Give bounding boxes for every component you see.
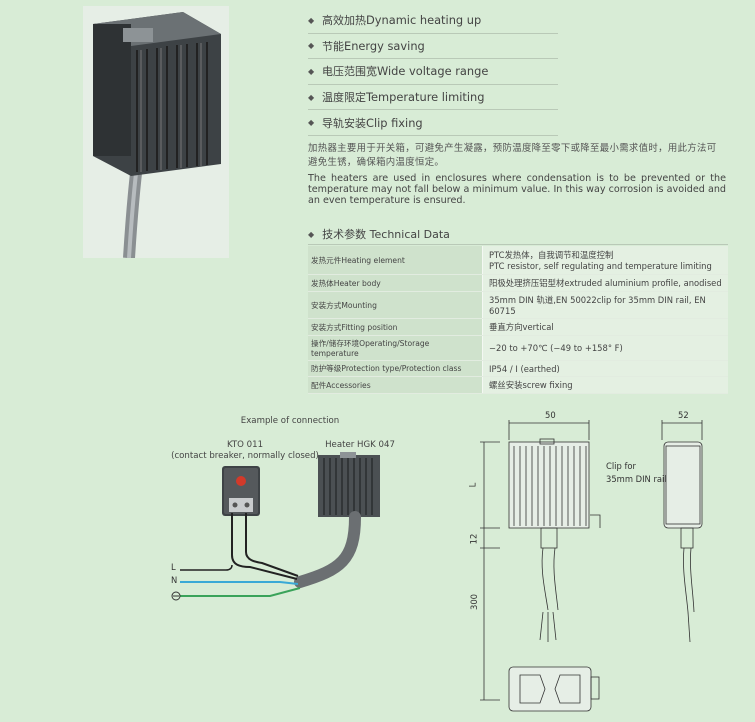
- table-row: 操作/储存环境Operating/Storage temperature −20…: [308, 335, 728, 361]
- feature-label-en: Clip fixing: [366, 115, 423, 130]
- diamond-bullet-icon: ◆: [308, 15, 315, 25]
- dimension-front-view: [480, 420, 601, 701]
- spec-value: 35mm DIN 轨道,EN 50022clip for 35mm DIN ra…: [482, 291, 728, 319]
- feature-label-en: Dynamic heating up: [366, 13, 482, 28]
- heater-caption: Heater HGK 047: [325, 440, 395, 450]
- spec-value: −20 to +70℃ (−49 to +158° F): [482, 335, 728, 361]
- kto-sublabel: (contact breaker, normally closed): [171, 451, 319, 461]
- feature-label-cn: 高效加热: [322, 14, 366, 28]
- spec-key: 发热元件Heating element: [308, 246, 483, 275]
- dim-gap-12: 12: [468, 533, 479, 545]
- dim-cable-300: 300: [469, 594, 479, 610]
- description-cn: 加热器主要用于开关箱，可避免产生凝露，预防温度降至零下或降至最小需求值时，用此方…: [308, 143, 717, 168]
- diamond-bullet-icon: ◆: [308, 118, 315, 128]
- tech-heading-en: Technical Data: [369, 227, 450, 241]
- spec-value: 阳极处理挤压铝型材extruded aluminium profile, ano…: [482, 274, 728, 292]
- heater-photo-illustration: [83, 6, 229, 259]
- spec-value-line: PTC resistor, self regulating and temper…: [489, 261, 712, 271]
- product-photo: [83, 6, 229, 259]
- connection-title: Example of connection: [240, 416, 340, 426]
- wire-label-n: N: [171, 575, 178, 585]
- feature-label-cn: 电压范围宽: [322, 65, 377, 79]
- kto-label: KTO 011: [226, 440, 264, 450]
- spec-key: 防护等级Protection type/Protection class: [308, 360, 483, 377]
- feature-label-cn: 节能: [322, 39, 344, 53]
- heater-hgk-illustration: [318, 452, 380, 517]
- spec-value: 螺丝安装screw fixing: [482, 376, 728, 394]
- diamond-bullet-icon: ◆: [308, 92, 315, 102]
- feature-label-cn: 温度限定: [322, 91, 366, 105]
- table-row: 发热元件Heating element PTC发热体，自我调节和温度控制 PTC…: [308, 246, 728, 275]
- technical-data-heading: ◆ 技术参数 Technical Data: [308, 224, 728, 245]
- table-row: 防护等级Protection type/Protection class IP5…: [308, 360, 728, 377]
- dim-length-l: L: [467, 482, 478, 488]
- feature-label-cn: 导轨安装: [322, 116, 366, 130]
- technical-data-table: 发热元件Heating element PTC发热体，自我调节和温度控制 PTC…: [308, 246, 728, 394]
- clip-note-line2: 35mm DIN rail: [606, 474, 667, 484]
- wire-label-l: L: [171, 562, 176, 572]
- dimension-bottom-view: [508, 666, 600, 712]
- spec-value-line: PTC发热体，自我调节和温度控制: [489, 250, 614, 260]
- dim-width-50: 50: [545, 410, 556, 420]
- table-row: 安装方式Mounting 35mm DIN 轨道,EN 50022clip fo…: [308, 291, 728, 319]
- spec-value: IP54 / I (earthed): [482, 360, 728, 377]
- dim-depth-52: 52: [678, 410, 689, 420]
- table-row: 发热体Heater body 阳极处理挤压铝型材extruded alumini…: [308, 274, 728, 292]
- kto-caption: KTO 011 (contact breaker, normally close…: [170, 440, 320, 462]
- diamond-bullet-icon: ◆: [308, 229, 315, 239]
- clip-note-line1: Clip for: [606, 461, 636, 471]
- spec-key: 安装方式Fitting position: [308, 318, 483, 336]
- thermostat-kto-illustration: [222, 466, 260, 516]
- dimension-side-view: [661, 420, 703, 643]
- table-row: 配件Accessories 螺丝安装screw fixing: [308, 376, 728, 394]
- spec-value: 垂直方向vertical: [482, 318, 728, 336]
- table-row: 安装方式Fitting position 垂直方向vertical: [308, 318, 728, 336]
- spec-value: PTC发热体，自我调节和温度控制 PTC resistor, self regu…: [482, 246, 728, 275]
- description-en: The heaters are used in enclosures where…: [308, 173, 726, 207]
- spec-key: 安装方式Mounting: [308, 291, 483, 319]
- spec-key: 发热体Heater body: [308, 274, 483, 292]
- feature-label-en: Energy saving: [344, 38, 425, 53]
- diamond-bullet-icon: ◆: [308, 66, 315, 76]
- diamond-bullet-icon: ◆: [308, 41, 315, 51]
- spec-key: 操作/储存环境Operating/Storage temperature: [308, 335, 483, 361]
- tech-heading-cn: 技术参数: [322, 228, 367, 241]
- feature-label-en: Temperature limiting: [366, 90, 485, 105]
- feature-label-en: Wide voltage range: [377, 64, 489, 79]
- spec-key: 配件Accessories: [308, 376, 483, 394]
